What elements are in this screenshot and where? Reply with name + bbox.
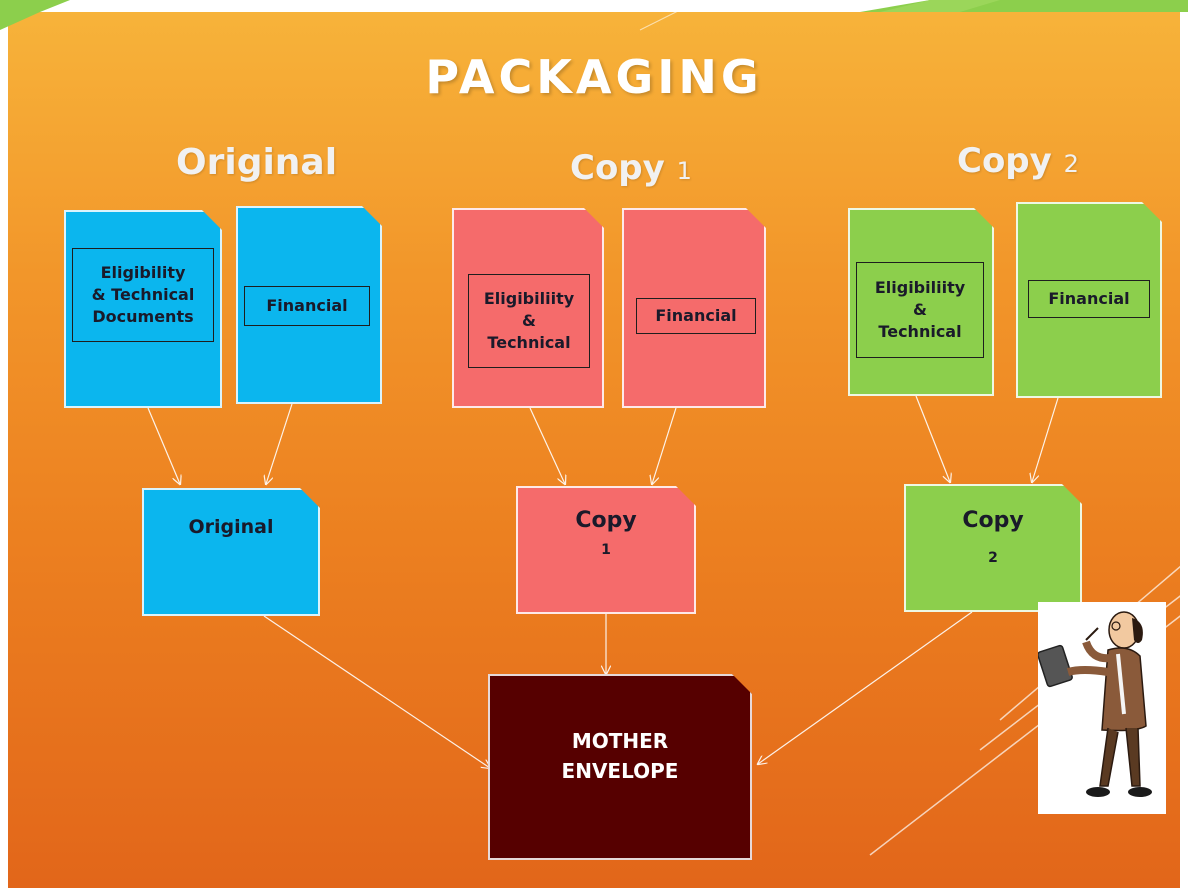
column-heading-copy2: Copy 2 [957, 141, 1079, 181]
doc-copy1-eligibility: Eligibiliity & Technical [452, 208, 604, 408]
doc-label: Financial [1028, 280, 1150, 318]
envelope-number: 2 [988, 550, 998, 566]
envelope-label: Original [188, 516, 274, 538]
column-heading-copy1: Copy 1 [570, 148, 692, 188]
doc-label: Eligibiliity & Technical [856, 262, 984, 358]
envelope-label: Copy [962, 508, 1024, 533]
envelope-number: 1 [601, 542, 611, 558]
doc-copy2-eligibility: Eligibiliity & Technical [848, 208, 994, 396]
doc-original-financial: Financial [236, 206, 382, 404]
person-with-clipboard-icon [1037, 602, 1166, 814]
page-title: PACKAGING [425, 50, 763, 104]
envelope-copy1: Copy 1 [516, 486, 696, 614]
heading-num: 2 [1063, 150, 1079, 178]
doc-label-text: Eligibility & Technical Documents [91, 263, 195, 326]
doc-label: Financial [244, 286, 370, 326]
doc-label-text: Financial [1048, 289, 1130, 308]
doc-copy1-financial: Financial [622, 208, 766, 408]
envelope-label: MOTHER ENVELOPE [561, 729, 679, 783]
heading-main: Copy [570, 148, 665, 188]
doc-original-eligibility: Eligibility & Technical Documents [64, 210, 222, 408]
doc-label-text: Financial [266, 296, 348, 315]
doc-label: Financial [636, 298, 756, 334]
doc-label: Eligibility & Technical Documents [72, 248, 214, 342]
doc-label: Eligibiliity & Technical [468, 274, 590, 368]
envelope-mother: MOTHER ENVELOPE [488, 674, 752, 860]
heading-main: Copy [957, 141, 1052, 181]
envelope-original: Original [142, 488, 320, 616]
envelope-copy2: Copy 2 [904, 484, 1082, 612]
column-heading-original: Original [176, 142, 337, 183]
envelope-label: Copy [575, 508, 637, 533]
doc-label-text: Eligibiliity & Technical [483, 289, 575, 352]
heading-num: 1 [676, 157, 692, 185]
doc-label-text: Eligibiliity & Technical [874, 278, 966, 341]
doc-copy2-financial: Financial [1016, 202, 1162, 398]
heading-main: Original [176, 142, 338, 183]
doc-label-text: Financial [655, 306, 737, 325]
